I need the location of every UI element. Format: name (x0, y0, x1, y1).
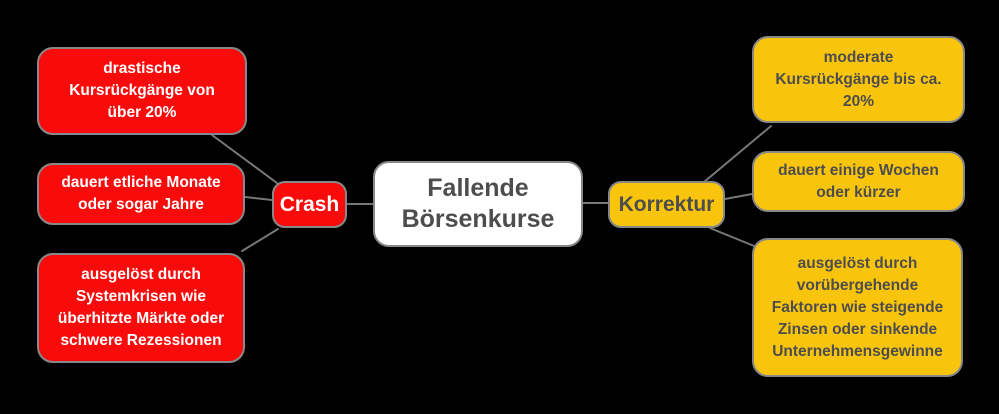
leaf-node-korrektur-duration[interactable]: dauert einige Wochen oder kürzer (752, 151, 965, 212)
leaf-korrektur-magnitude-label: moderate Kursrückgänge bis ca. 20% (775, 48, 942, 110)
edge-crash-detail-1 (211, 134, 282, 187)
leaf-korrektur-duration-label: dauert einige Wochen oder kürzer (778, 161, 939, 201)
leaf-node-korrektur-cause[interactable]: ausgelöst durch vorübergehende Faktoren … (752, 238, 963, 377)
branch-crash-label: Crash (279, 192, 340, 216)
leaf-node-crash-cause[interactable]: ausgelöst durch Systemkrisen wie überhit… (37, 253, 245, 363)
edge-korrektur-detail-2 (724, 193, 753, 200)
leaf-crash-cause-label: ausgelöst durch Systemkrisen wie überhit… (57, 266, 225, 349)
root-node-label: Fallende Börsenkurse (401, 174, 555, 233)
leaf-crash-duration-label: dauert etliche Monate oder sogar Jahre (61, 174, 221, 213)
leaf-node-crash-duration[interactable]: dauert etliche Monate oder sogar Jahre (37, 163, 245, 225)
leaf-korrektur-cause-label: ausgelöst durch vorübergehende Faktoren … (771, 254, 944, 360)
leaf-crash-magnitude-label: drastische Kursrückgänge von über 20% (69, 60, 215, 121)
branch-node-crash[interactable]: Crash (272, 181, 347, 228)
edge-korrektur-detail-1 (703, 125, 772, 183)
edge-crash-detail-3 (241, 228, 279, 252)
edge-crash-detail-2 (244, 196, 273, 201)
edge-korrektur-detail-3 (709, 227, 755, 247)
branch-node-korrektur[interactable]: Korrektur (608, 181, 725, 228)
root-node-fallende-boersenkurse[interactable]: Fallende Börsenkurse (373, 161, 583, 247)
branch-korrektur-label: Korrektur (618, 192, 715, 216)
leaf-node-crash-magnitude[interactable]: drastische Kursrückgänge von über 20% (37, 47, 247, 135)
leaf-node-korrektur-magnitude[interactable]: moderate Kursrückgänge bis ca. 20% (752, 36, 965, 123)
